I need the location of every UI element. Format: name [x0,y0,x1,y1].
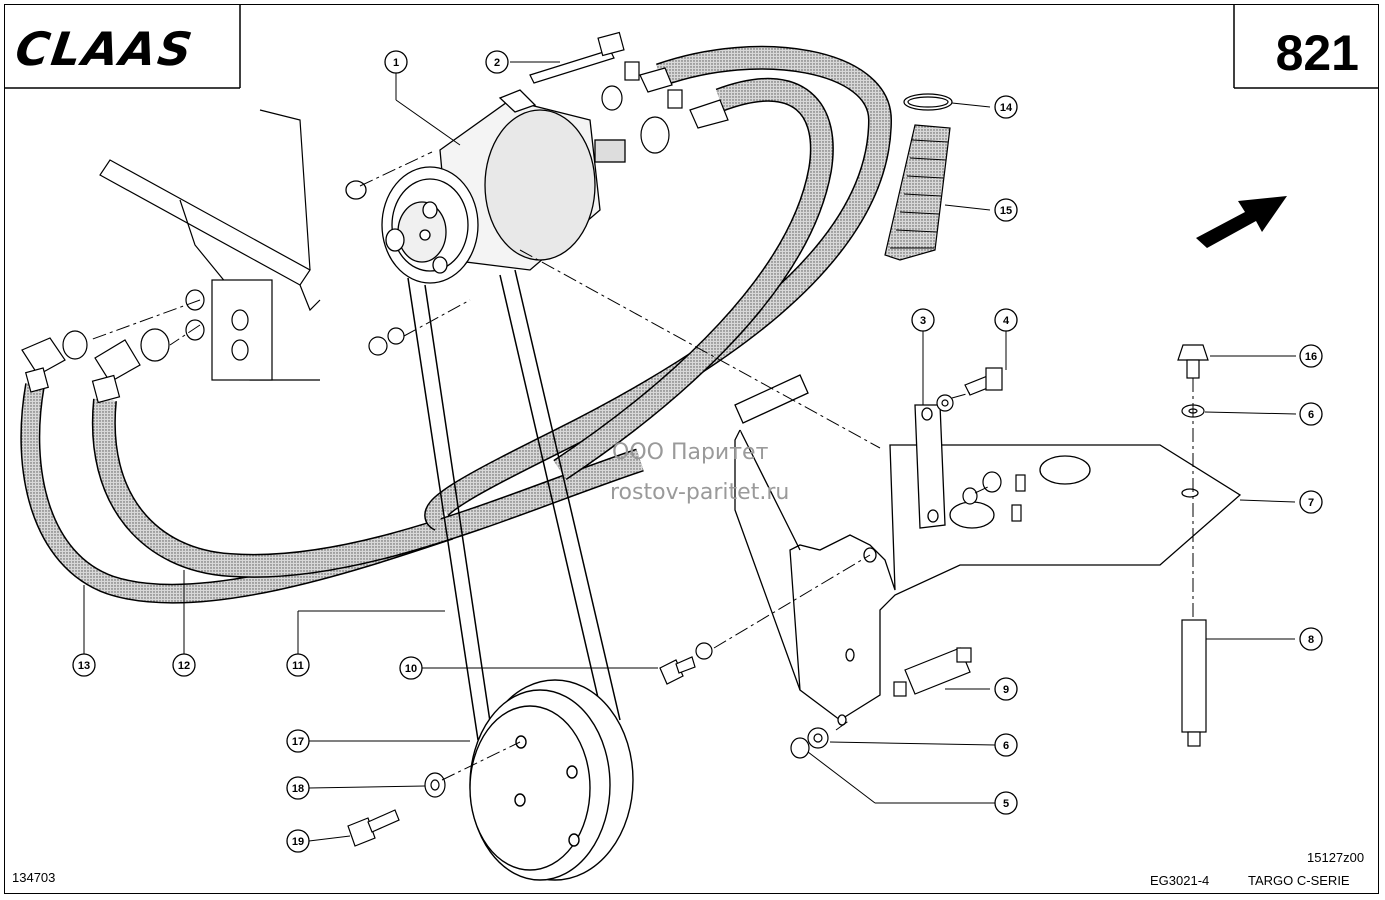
footer-drawing-code: 15127z00 [1307,850,1365,865]
ac-compressor [345,89,626,284]
hardware-parts [347,93,1209,847]
mounting-bracket [734,374,1242,726]
frame-structure [99,109,321,381]
callout-17: 17 [286,729,310,753]
callout-label: 15 [1000,205,1012,217]
callout-18: 18 [286,776,310,800]
callout-label: 8 [1308,634,1314,646]
callout-label: 16 [1305,351,1317,363]
callout-16: 16 [1299,344,1323,368]
drive-belt [407,269,621,741]
callout-label: 14 [1000,102,1013,114]
callout-1: 1 [384,50,408,74]
callout-label: 6 [1003,740,1009,752]
callout-label: 1 [393,57,399,69]
callout-label: 13 [78,660,90,672]
callout-label: 17 [292,736,304,748]
claas-logo: CLAAS [12,22,198,76]
callout-label: 18 [292,783,304,795]
callout-label: 7 [1308,497,1314,509]
callout-10: 10 [399,656,423,680]
callout-12: 12 [172,653,196,677]
callout-14: 14 [994,95,1018,119]
callout-label: 4 [1003,315,1010,327]
watermark-company: ООО Паритет [612,440,769,465]
page-number: 821 [1275,25,1359,81]
callout-2: 2 [485,50,509,74]
callout-9: 9 [994,677,1018,701]
callout-8: 8 [1299,627,1323,651]
callout-label: 12 [178,660,190,672]
compressor-fittings [529,31,729,154]
callout-15: 15 [994,198,1018,222]
callout-label: 2 [494,57,500,69]
callout-label: 3 [920,315,926,327]
tensioner-strap [914,404,946,529]
callout-6: 6 [1299,402,1323,426]
footer-group-code: EG3021-4 [1150,873,1210,888]
footer-left-code: 134703 [12,870,56,885]
callout-3: 3 [911,308,935,332]
callout-label: 10 [405,663,417,675]
callout-6: 6 [994,733,1018,757]
hose-upper-outer [424,45,893,531]
corrugated-ribs [890,139,949,249]
callout-4: 4 [994,308,1018,332]
watermark-url: rostov-paritet.ru [610,480,790,505]
crank-pulley [469,679,634,881]
callout-label: 5 [1003,798,1009,810]
callout-5: 5 [994,791,1018,815]
assembly-lines [89,151,1194,781]
callout-7: 7 [1299,490,1323,514]
callout-label: 11 [292,660,304,672]
direction-arrow-icon [1196,196,1287,248]
leader-lines [83,61,1297,842]
footer-series: TARGO C-SERIE [1248,873,1350,888]
callout-label: 6 [1308,409,1314,421]
callout-13: 13 [72,653,96,677]
hose-upper-inner [553,77,834,480]
callout-19: 19 [286,829,310,853]
callout-label: 9 [1003,684,1009,696]
header-rules [4,4,1379,89]
callout-label: 19 [292,836,304,848]
drawing-frame [4,4,1379,894]
hose-12 [91,398,644,578]
callout-11: 11 [286,653,310,677]
